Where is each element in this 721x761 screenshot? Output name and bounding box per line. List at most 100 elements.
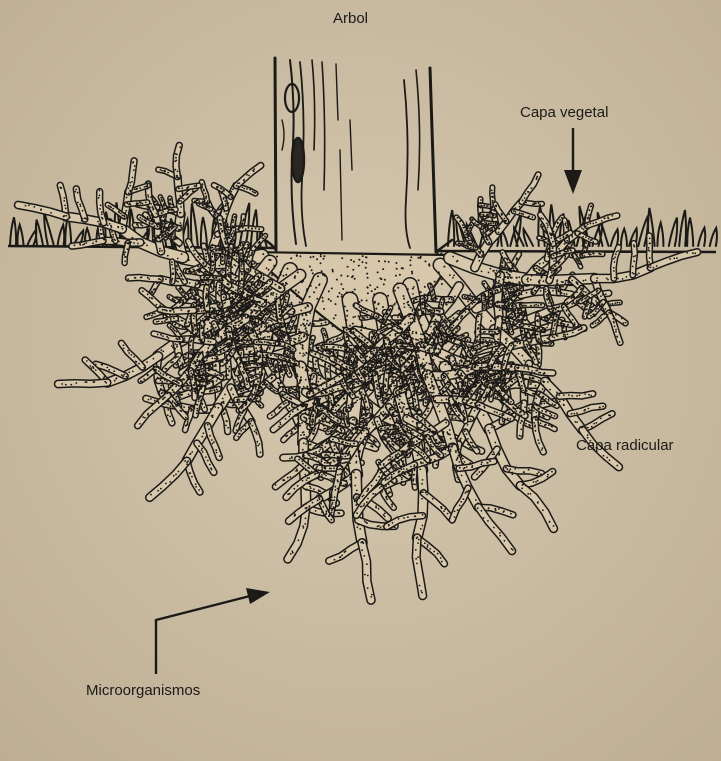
root-stipple — [121, 374, 123, 376]
root-stipple — [237, 436, 239, 438]
root-stipple — [213, 237, 215, 239]
root-stipple — [160, 241, 162, 243]
root-stipple — [354, 419, 356, 421]
root-stipple — [243, 188, 245, 190]
root-stipple — [306, 331, 308, 333]
root-stipple — [258, 228, 260, 230]
root-stipple — [291, 345, 293, 347]
root-stipple — [245, 425, 247, 427]
root-stipple — [300, 380, 302, 382]
root-stipple — [305, 517, 307, 519]
root-stipple — [178, 187, 180, 189]
root-stipple — [325, 364, 327, 366]
root-stipple — [395, 360, 397, 362]
root-stipple — [169, 393, 171, 395]
root-stipple — [249, 321, 251, 323]
root-stipple — [176, 266, 178, 268]
root-stipple — [186, 462, 188, 464]
root-stipple — [156, 235, 158, 237]
root-stipple — [237, 318, 239, 320]
root-stipple — [117, 226, 119, 228]
root-stipple — [300, 331, 302, 333]
root-stipple — [392, 412, 394, 414]
root-stipple — [211, 244, 213, 246]
root-stipple — [248, 175, 250, 177]
root-stipple — [208, 205, 210, 207]
root-stipple — [279, 305, 281, 307]
root-stipple — [246, 303, 248, 305]
root-stipple — [180, 224, 182, 226]
root-stipple — [310, 444, 312, 446]
root-stipple — [197, 396, 199, 398]
root-stipple — [362, 422, 364, 424]
root-stipple — [280, 319, 282, 321]
root-stipple — [173, 346, 175, 348]
root-stipple — [339, 463, 341, 465]
root-stipple — [261, 365, 263, 367]
root-stipple — [112, 208, 114, 210]
root-stipple — [175, 324, 177, 326]
root-stipple — [188, 295, 190, 297]
root-stipple — [221, 402, 223, 404]
root-stipple — [297, 375, 299, 377]
root-stipple — [298, 331, 300, 333]
root-stipple — [240, 352, 242, 354]
root-stipple — [162, 206, 164, 208]
root-stipple — [364, 409, 366, 411]
root-stipple — [160, 379, 162, 381]
root-stipple — [278, 326, 280, 328]
root-stipple — [150, 196, 152, 198]
root-stipple — [211, 288, 213, 290]
root-stipple — [134, 165, 136, 167]
root-stipple — [383, 423, 385, 425]
root-stipple — [207, 328, 209, 330]
root-stipple — [248, 306, 250, 308]
root-stipple — [318, 374, 320, 376]
root-stipple — [210, 273, 212, 275]
root-stipple — [242, 407, 244, 409]
root-stipple — [259, 347, 261, 349]
root-stipple — [270, 326, 272, 328]
root-stipple — [251, 305, 253, 307]
root-stipple — [280, 360, 282, 362]
root-stipple — [235, 295, 237, 297]
root-stipple — [299, 423, 301, 425]
root-stipple — [40, 208, 42, 210]
root-stipple — [289, 407, 291, 409]
root-stipple — [188, 368, 190, 370]
root-stipple — [127, 187, 129, 189]
root-stipple — [240, 354, 242, 356]
root-stipple — [301, 422, 303, 424]
root-stipple — [112, 234, 114, 236]
root-stipple — [217, 343, 219, 345]
root-stipple — [234, 337, 236, 339]
root-stipple — [249, 290, 251, 292]
root-stipple — [182, 358, 184, 360]
root-stipple — [256, 350, 258, 352]
root-stipple — [255, 305, 257, 307]
root-stipple — [173, 236, 175, 238]
root-stipple — [224, 274, 226, 276]
root-stipple — [370, 358, 372, 360]
root-stipple — [185, 354, 187, 356]
root-stipple — [183, 198, 185, 200]
root-stipple — [234, 379, 236, 381]
root-stipple — [172, 209, 174, 211]
root-stipple — [289, 325, 291, 327]
root-stipple — [175, 237, 177, 239]
root-stipple — [187, 424, 189, 426]
root-stipple — [306, 441, 308, 443]
root-stipple — [244, 303, 246, 305]
root-stipple — [354, 485, 356, 487]
root-stipple — [178, 229, 180, 231]
root-stipple — [224, 335, 226, 337]
root-stipple — [160, 385, 162, 387]
root-stipple — [162, 279, 164, 281]
root-stipple — [193, 318, 195, 320]
root-stipple — [154, 225, 156, 227]
root-stipple — [276, 391, 278, 393]
root-stipple — [202, 360, 204, 362]
root-stipple — [338, 414, 340, 416]
root-stipple — [179, 360, 181, 362]
root-stipple — [220, 274, 222, 276]
